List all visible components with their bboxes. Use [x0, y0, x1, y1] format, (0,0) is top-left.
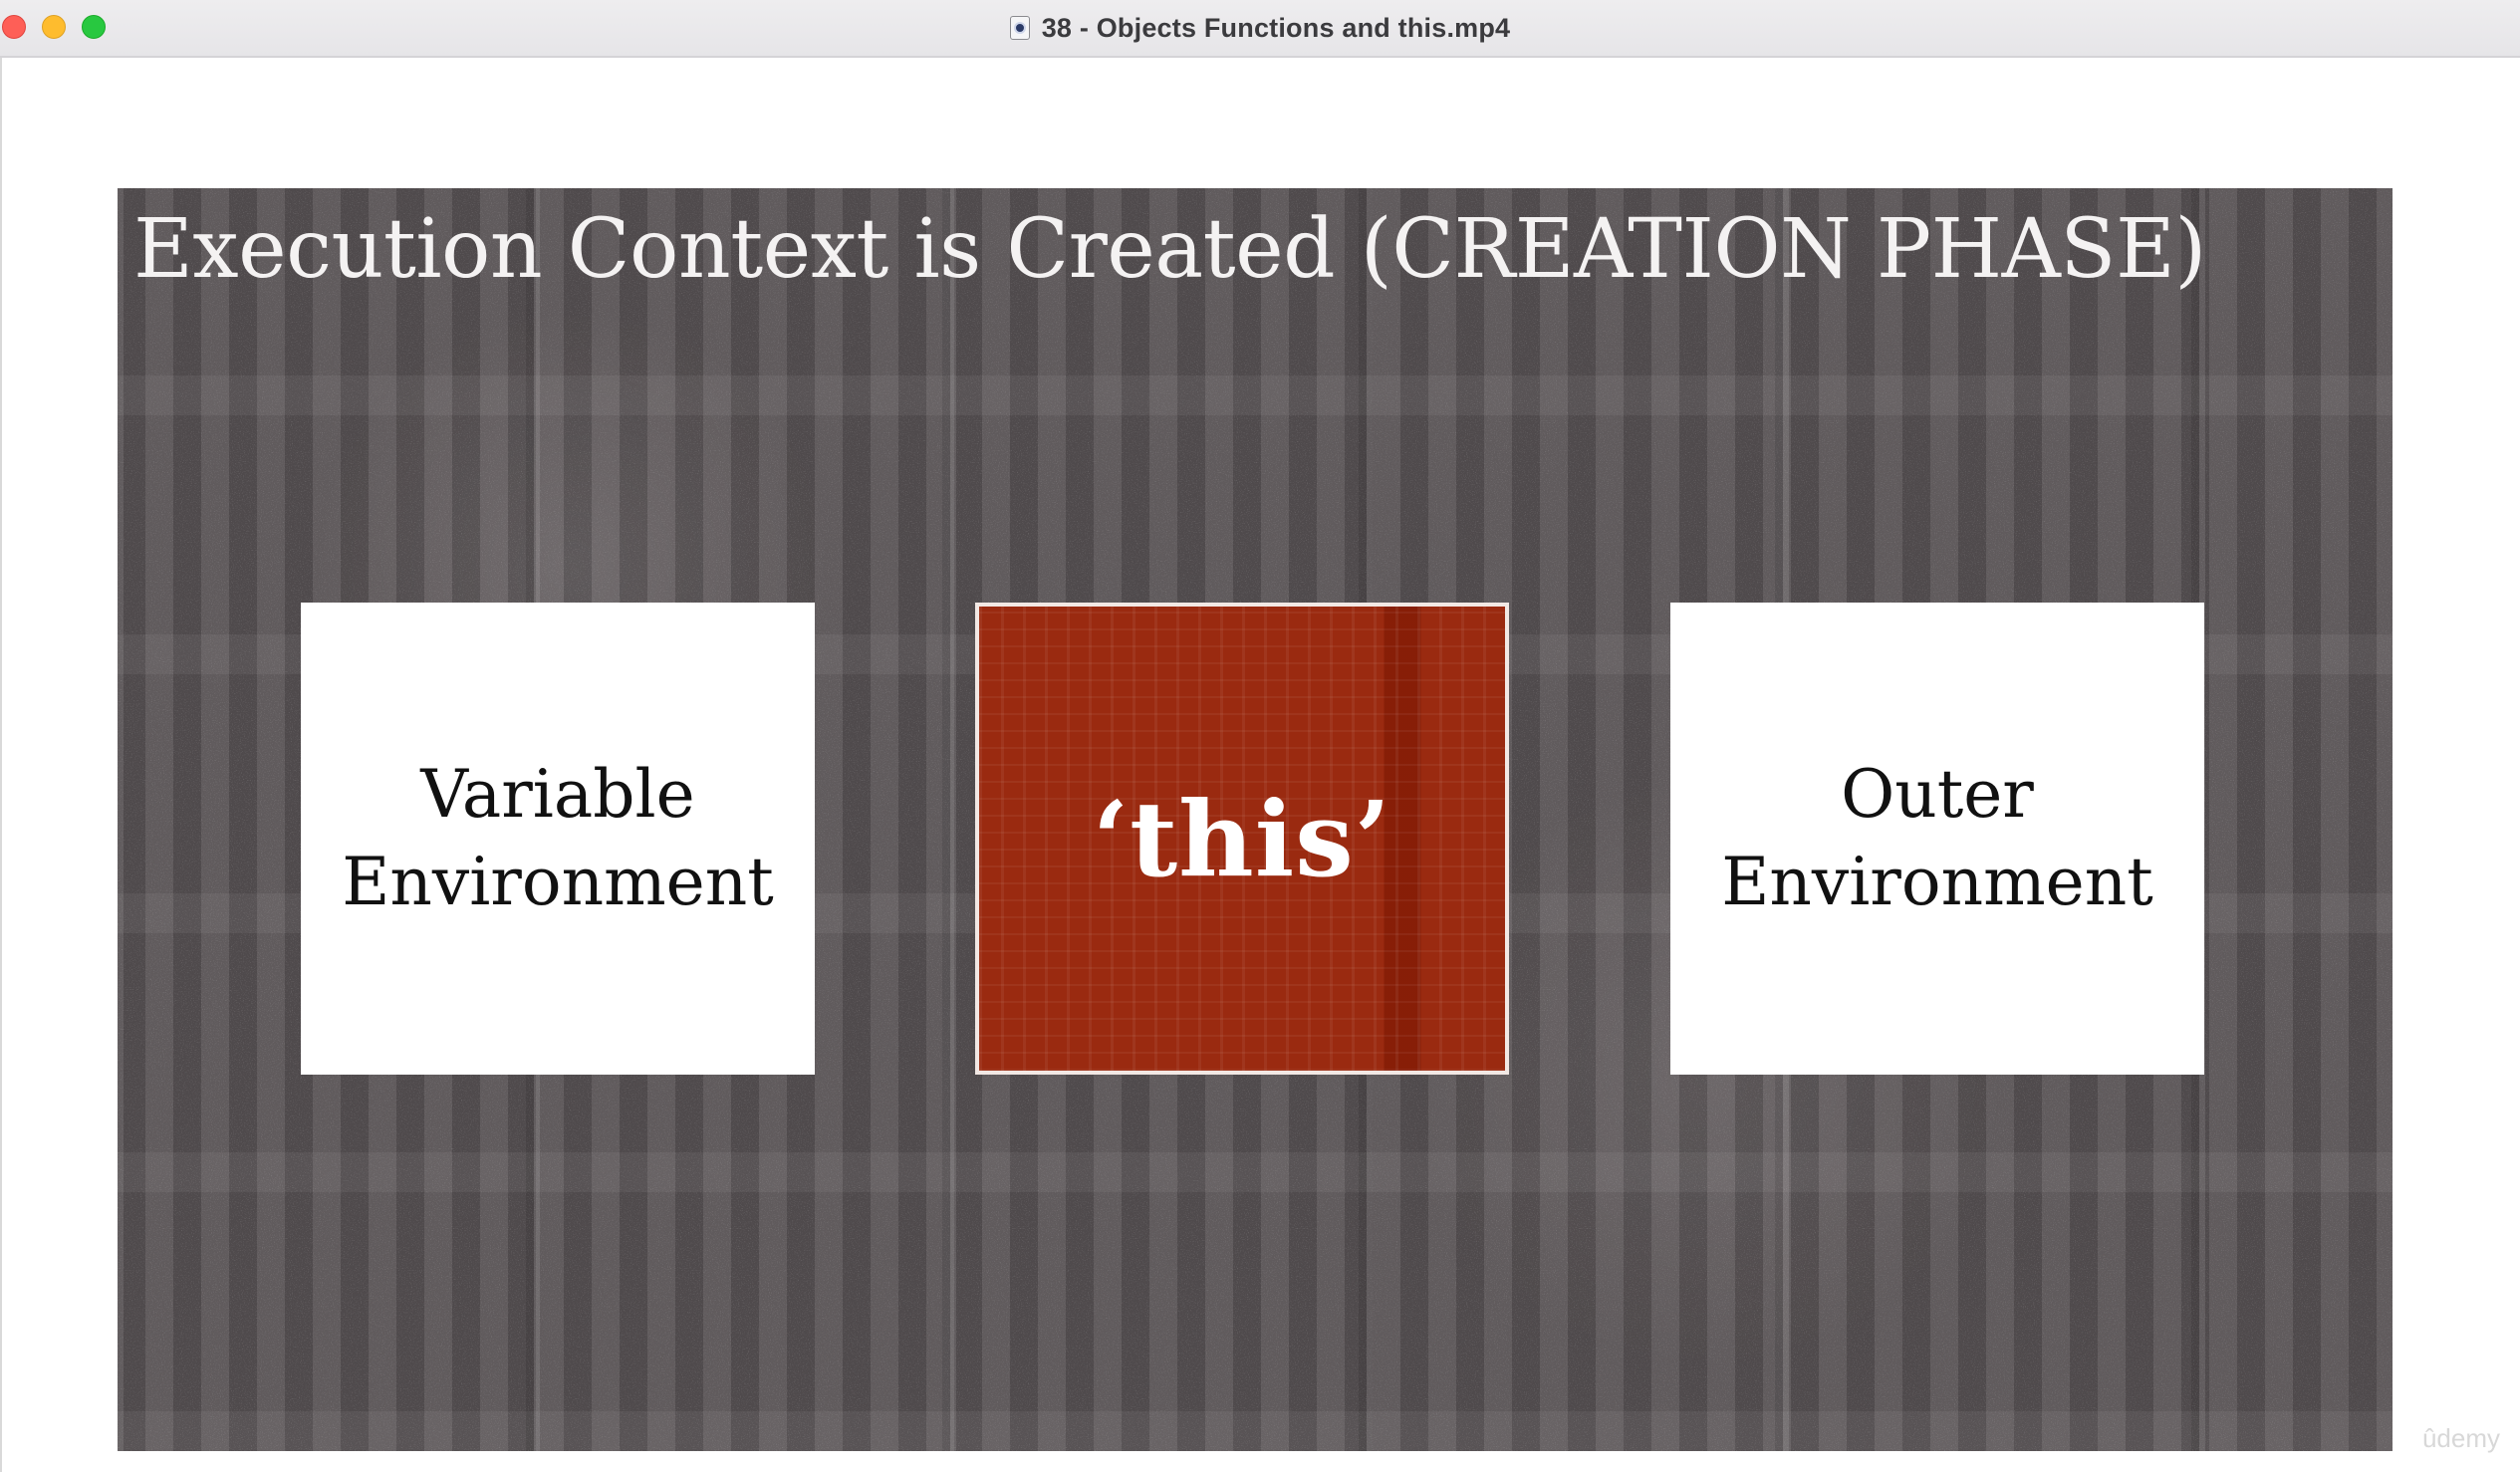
title-bar[interactable]: 38 - Objects Functions and this.mp4 [0, 0, 2520, 58]
video-file-icon [1009, 16, 1030, 40]
minimize-window-button[interactable] [42, 15, 66, 39]
outer-environment-line-1: Outer [1841, 756, 2034, 833]
udemy-watermark: ûdemy [2421, 1423, 2500, 1453]
zoom-window-button[interactable] [82, 15, 106, 39]
slide-title: Execution Context is Created (CREATION P… [133, 202, 2206, 297]
title-area: 38 - Objects Functions and this.mp4 [0, 0, 2520, 56]
lecture-slide: Execution Context is Created (CREATION P… [118, 188, 2393, 1451]
outer-environment-box: Outer Environment [1670, 603, 2204, 1075]
variable-environment-line-1: Variable [420, 756, 695, 833]
video-content-area[interactable]: Execution Context is Created (CREATION P… [0, 58, 2520, 1472]
this-box: ‘this’ [975, 603, 1509, 1075]
close-window-button[interactable] [2, 15, 26, 39]
window-title: 38 - Objects Functions and this.mp4 [1041, 12, 1511, 43]
this-label: ‘this’ [1092, 777, 1392, 900]
variable-environment-line-2: Environment [342, 844, 774, 920]
video-file-icon-glyph [1013, 22, 1026, 34]
variable-environment-box: Variable Environment [301, 603, 815, 1075]
variable-environment-label: Variable Environment [342, 751, 774, 926]
outer-environment-label: Outer Environment [1721, 751, 2153, 926]
outer-environment-line-2: Environment [1721, 844, 2153, 920]
